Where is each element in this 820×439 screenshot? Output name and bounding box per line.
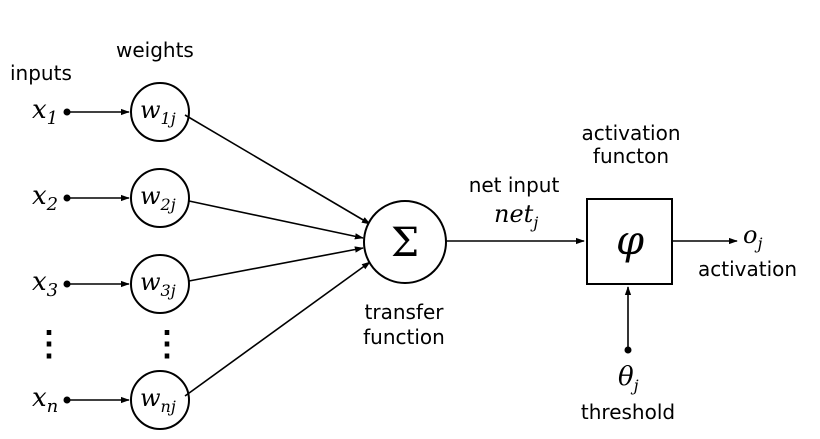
inputs-label: inputs — [10, 61, 72, 85]
sigma-symbol: Σ — [391, 220, 419, 266]
weight-w1j: w1j — [140, 96, 176, 128]
activation-label: activation — [698, 257, 797, 281]
input-row-2: x2 w2j — [32, 168, 190, 228]
transfer-function-label-line2: function — [363, 325, 445, 349]
threshold-label: threshold — [581, 400, 675, 424]
input-x1: x1 — [32, 95, 58, 129]
theta-symbol: θj — [618, 362, 639, 395]
net-symbol: netj — [494, 200, 538, 232]
weight-to-sum-arrow-1 — [184, 114, 371, 225]
weight-w3j: w3j — [140, 268, 176, 300]
input-row-1: x1 w1j — [32, 82, 190, 142]
weights-ellipsis: ⋮ — [150, 324, 184, 364]
summation-node — [363, 200, 447, 284]
weight-node-3 — [130, 254, 190, 314]
activation-function-label-line2: functon — [593, 144, 669, 168]
weights-label: weights — [116, 38, 194, 62]
input-x3: x3 — [32, 267, 58, 301]
transfer-function-label-line1: transfer — [365, 300, 445, 324]
net-input-label: net input — [469, 173, 560, 197]
activation-function-box — [586, 198, 673, 285]
inputs-ellipsis: ⋮ — [32, 324, 66, 364]
input-xn: xn — [32, 383, 58, 417]
weight-w2j: w2j — [140, 182, 176, 214]
phi-symbol: φ — [616, 218, 644, 264]
weight-node-1 — [130, 82, 190, 142]
weight-node-2 — [130, 168, 190, 228]
output-symbol: oj — [743, 221, 762, 253]
weight-to-sum-arrow-n — [184, 261, 371, 397]
weight-wnj: wnj — [140, 384, 176, 416]
input-row-3: x3 w3j — [32, 254, 190, 314]
weight-to-sum-arrow-3 — [188, 246, 364, 282]
activation-function-label-line1: activation — [581, 121, 680, 145]
weight-node-n — [130, 370, 190, 430]
weight-to-sum-arrow-2 — [188, 200, 364, 240]
input-x2: x2 — [32, 181, 58, 215]
input-row-n: xn wnj — [32, 370, 190, 430]
